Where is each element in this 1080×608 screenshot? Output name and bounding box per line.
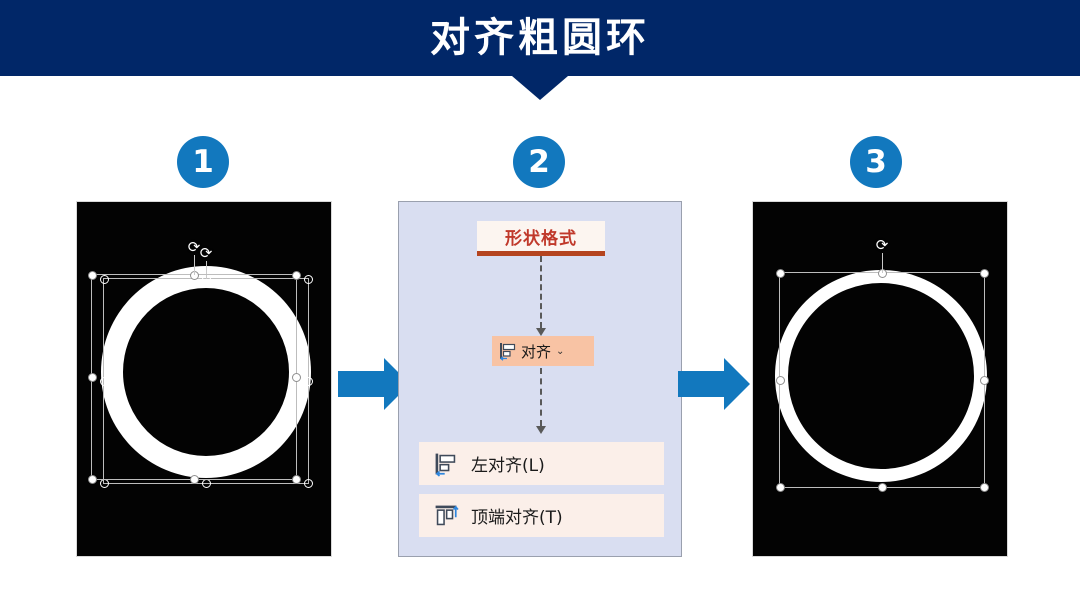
align-dropdown-label: 对齐 (521, 342, 552, 361)
handle-b-bc[interactable] (189, 474, 199, 484)
handle-a-mr[interactable] (303, 376, 313, 386)
handle-a-tr[interactable] (303, 274, 313, 284)
rotate-line-b (194, 255, 195, 275)
flow-connector-1 (540, 256, 542, 328)
rotate-handle-b-icon[interactable]: ⟳ (187, 238, 201, 256)
step-badge-1: 1 (177, 136, 229, 188)
handle-a-br[interactable] (303, 478, 313, 488)
step-badge-3-label: 3 (865, 143, 887, 180)
selection-box-aligned: ⟳ (775, 237, 989, 492)
flow-arrowhead-2 (536, 426, 546, 434)
shot3-canvas: ⟳ (753, 202, 1007, 556)
menu-item-align-left[interactable]: 左对齐(L) (419, 442, 664, 485)
alignment-menu-panel: 形状格式 对齐 ⌄ (398, 201, 682, 557)
tab-shape-format-label: 形状格式 (505, 228, 577, 249)
step-badge-2: 2 (513, 136, 565, 188)
step-badge-2-label: 2 (528, 143, 550, 180)
panel2-inner: 形状格式 对齐 ⌄ (399, 202, 681, 556)
rotate-line-c (882, 253, 883, 273)
handle-c-tr[interactable] (979, 268, 989, 278)
step-badge-3: 3 (850, 136, 902, 188)
shot1-canvas: ⟳ ⟳ (77, 202, 331, 556)
flow-connector-2 (540, 368, 542, 426)
tab-shape-format-underline (477, 251, 605, 256)
handle-c-bc[interactable] (877, 482, 887, 492)
page-title: 对齐粗圆环 (430, 15, 650, 61)
header-notch-triangle (512, 76, 568, 100)
handle-c-tl[interactable] (775, 268, 785, 278)
align-top-icon (435, 505, 459, 525)
rotate-handle-c-icon[interactable]: ⟳ (875, 236, 889, 254)
arrow-step1-to-step2 (338, 358, 410, 410)
handle-b-mr[interactable] (291, 372, 301, 382)
selection-box-a: ⟳ (99, 245, 313, 488)
rotate-handle-a-icon[interactable]: ⟳ (199, 244, 213, 262)
handle-c-br[interactable] (979, 482, 989, 492)
handle-c-bl[interactable] (775, 482, 785, 492)
selection-box-b: ⟳ (87, 239, 301, 484)
handle-a-tl[interactable] (99, 274, 109, 284)
handle-c-ml[interactable] (775, 375, 785, 385)
menu-item-align-left-label: 左对齐(L) (471, 456, 545, 476)
handle-b-bl[interactable] (87, 474, 97, 484)
step-badge-1-label: 1 (192, 143, 214, 180)
handle-b-ml[interactable] (87, 372, 97, 382)
rotate-line-a (206, 261, 207, 279)
flow-arrowhead-1 (536, 328, 546, 336)
arrow-step2-to-step3 (678, 358, 750, 410)
screenshot-after-alignment: ⟳ (752, 201, 1008, 557)
screenshot-before-alignment: ⟳ ⟳ (76, 201, 332, 557)
align-left-icon (499, 343, 516, 361)
handle-b-br[interactable] (291, 474, 301, 484)
menu-item-align-top[interactable]: 顶端对齐(T) (419, 494, 664, 537)
align-left-icon (435, 453, 456, 477)
handle-b-tl[interactable] (87, 270, 97, 280)
tab-shape-format[interactable]: 形状格式 (477, 221, 605, 251)
slide-header: 对齐粗圆环 (0, 0, 1080, 76)
handle-a-ml[interactable] (99, 376, 109, 386)
chevron-down-icon: ⌄ (556, 345, 565, 357)
menu-item-align-top-label: 顶端对齐(T) (471, 508, 563, 528)
align-dropdown-button[interactable]: 对齐 ⌄ (492, 336, 594, 366)
handle-b-tr[interactable] (291, 270, 301, 280)
handle-c-mr[interactable] (979, 375, 989, 385)
